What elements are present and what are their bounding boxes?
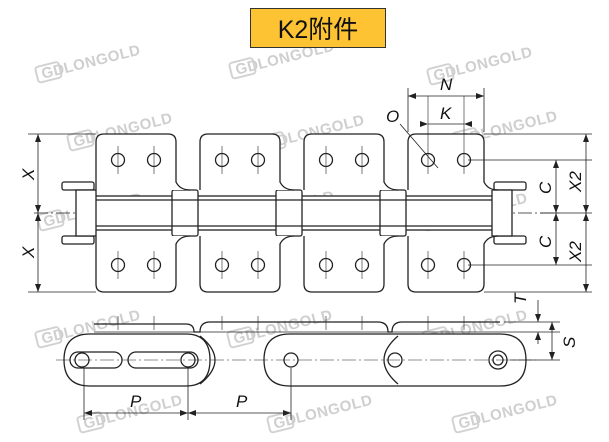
arrowheads-side — [84, 314, 555, 416]
chain-body — [61, 181, 527, 245]
svg-text:LONGOLD: LONGOLD — [479, 108, 559, 143]
dim-x-bottom-label: X — [19, 246, 38, 259]
svg-text:GD: GD — [42, 208, 69, 230]
svg-text:LONGOLD: LONGOLD — [479, 392, 559, 427]
dim-c-bottom-label: C — [536, 235, 555, 248]
attachment-plate — [95, 235, 191, 293]
svg-text:GD: GD — [232, 325, 259, 347]
roller — [379, 189, 407, 237]
dim-x-top-label: X — [19, 168, 38, 181]
svg-text:GD: GD — [234, 56, 261, 78]
svg-text:GD: GD — [432, 62, 459, 84]
pin-head-bottom — [493, 235, 527, 245]
svg-text:GD: GD — [457, 410, 484, 432]
svg-text:GD: GD — [40, 325, 67, 347]
attachment-plate — [303, 133, 399, 191]
pin-head-top — [493, 181, 527, 191]
svg-text:LONGOLD: LONGOLD — [104, 392, 184, 427]
dim-k-label: K — [440, 104, 452, 123]
dim-c-top-label: C — [536, 181, 555, 194]
dim-p-right-label: P — [236, 392, 248, 411]
dim-n-label: N — [440, 75, 453, 94]
svg-text:LONGOLD: LONGOLD — [454, 44, 534, 79]
dim-x2-top-label: X2 — [566, 171, 585, 193]
bottom-attachments — [95, 235, 499, 293]
dim-s-label: S — [560, 336, 579, 348]
roller — [171, 189, 199, 237]
hole-centerlines — [117, 96, 465, 279]
svg-text:GD: GD — [272, 410, 299, 432]
dim-x2-bottom-label: X2 — [566, 241, 585, 263]
attachment-plate — [407, 133, 499, 191]
title-box: K2附件 — [250, 8, 386, 48]
pin — [75, 189, 97, 237]
page-title: K2附件 — [277, 16, 359, 44]
dim-p-left-label: P — [130, 392, 142, 411]
svg-text:LONGOLD: LONGOLD — [62, 42, 142, 77]
attachment-plate — [95, 133, 191, 191]
svg-text:GD: GD — [82, 410, 109, 432]
side-view — [56, 316, 536, 387]
svg-text:GD: GD — [40, 60, 67, 82]
pin — [491, 189, 513, 237]
roller — [275, 189, 303, 237]
arrowheads — [35, 93, 589, 292]
attachment-plate — [199, 235, 295, 293]
attachment-plate — [303, 235, 399, 293]
dim-t-label: T — [511, 292, 530, 304]
attachment-plate — [199, 133, 295, 191]
svg-text:LONGOLD: LONGOLD — [294, 392, 374, 427]
top-attachments — [95, 133, 499, 191]
pin-head-bottom — [61, 235, 95, 245]
dimension-lines-side — [83, 300, 560, 420]
dimension-labels: N K O C C X2 X2 X X T S P P — [19, 75, 585, 411]
dim-o-label: O — [386, 107, 399, 126]
pin-head-top — [61, 181, 95, 191]
attachment-plate — [407, 235, 499, 293]
